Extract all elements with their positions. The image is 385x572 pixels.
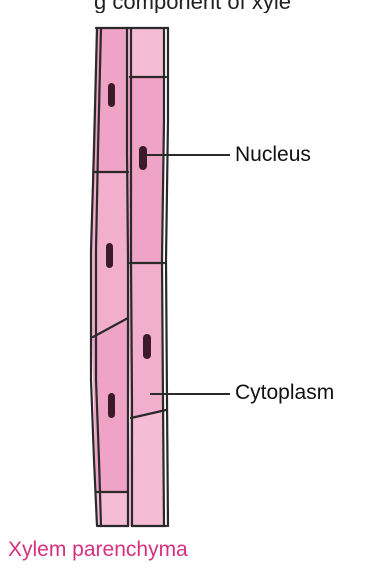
nucleus-label: Nucleus — [235, 143, 311, 167]
outer-wall-right-inner — [166, 28, 168, 526]
cell-right-4 — [128, 410, 164, 526]
middle-wall — [127, 28, 128, 526]
nucleus-right-1 — [139, 146, 147, 170]
right-cell-column — [128, 28, 164, 526]
nucleus-left-2 — [106, 243, 113, 268]
nucleus-right-2 — [143, 334, 151, 359]
cell-right-2 — [128, 76, 164, 262]
middle-wall-inner — [131, 28, 132, 526]
nucleus-left-3 — [108, 393, 115, 418]
cell-right-1 — [128, 28, 164, 76]
cytoplasm-label: Cytoplasm — [235, 381, 334, 405]
figure-caption: Xylem parenchyma — [8, 538, 188, 562]
nucleus-left-1 — [108, 83, 115, 107]
